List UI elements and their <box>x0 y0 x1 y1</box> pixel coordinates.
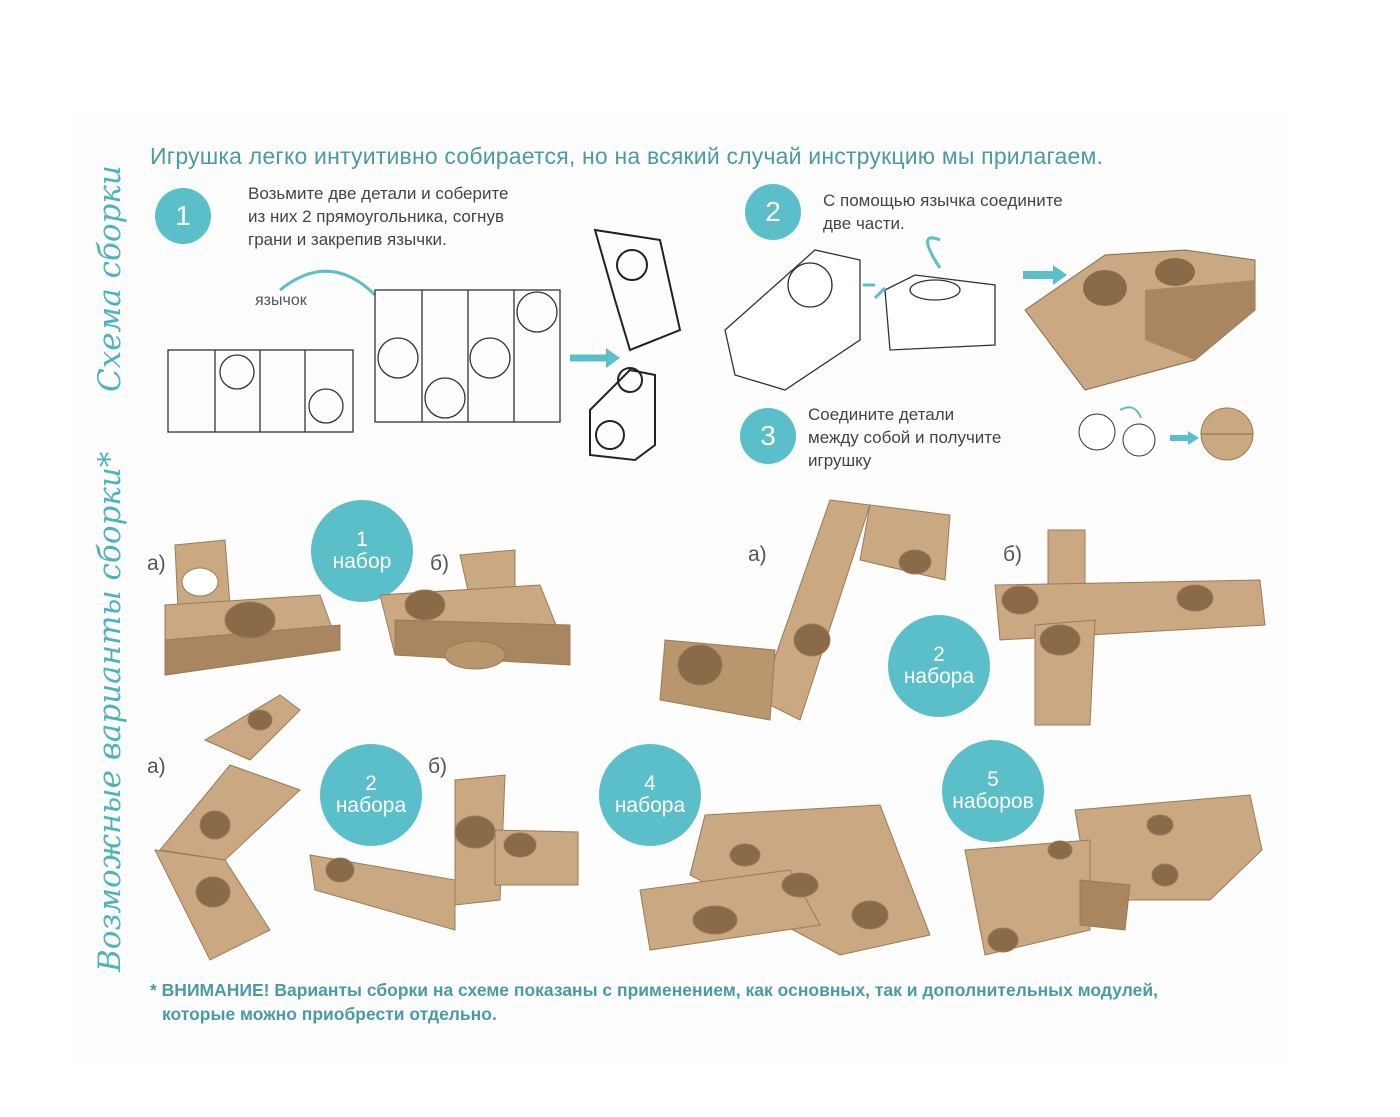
curved-arrow-icon <box>279 269 377 297</box>
flat-piece-2 <box>374 289 561 423</box>
attention-note: * ВНИМАНИЕ! Варианты сборки на схеме пок… <box>150 978 1158 1026</box>
small-arrow-icon <box>863 283 887 300</box>
variant-5 <box>964 794 1263 956</box>
variant-1b <box>379 549 571 670</box>
variant-2a <box>659 499 951 721</box>
variant-label-a: а) <box>147 755 166 778</box>
variant-3b <box>309 774 579 931</box>
closed-box <box>884 274 996 351</box>
step-3-badge: 3 <box>740 408 796 464</box>
variant-label-b: б) <box>1003 543 1023 566</box>
step-3-line: игрушку <box>808 451 872 470</box>
variant-label-b: б) <box>430 552 450 575</box>
step-1-line: грани и закрепив язычки. <box>248 230 447 249</box>
folded-box-2 <box>589 367 656 462</box>
open-box <box>724 249 861 391</box>
step-2-badge: 2 <box>745 184 801 240</box>
step-3-text: Соедините детали между собой и получите … <box>808 403 1001 472</box>
note-line: которые можно приобрести отдельно. <box>162 1004 497 1024</box>
step-2-text: С помощью язычка соедините две части. <box>823 189 1063 235</box>
flat-piece-1 <box>167 349 354 433</box>
step-3-illustration <box>1078 406 1254 461</box>
variant-1a <box>164 539 341 676</box>
step-1-text: Возьмите две детали и соберите из них 2 … <box>248 182 509 251</box>
step-2-line: две части. <box>823 214 905 233</box>
variant-label-b: б) <box>428 755 448 778</box>
step-2-line: С помощью язычка соедините <box>823 191 1063 210</box>
note-line: * ВНИМАНИЕ! Варианты сборки на схеме пок… <box>150 980 1158 1000</box>
step-1-line: Возьмите две детали и соберите <box>248 184 509 203</box>
step-2-illustration <box>724 236 1256 391</box>
step-1-line: из них 2 прямоугольника, согнув <box>248 207 504 226</box>
step-1-illustration <box>167 228 682 462</box>
variant-label-a: а) <box>748 543 767 566</box>
assembled-corner <box>1024 249 1256 391</box>
step-3-line: между собой и получите <box>808 428 1002 447</box>
variant-label-a: а) <box>147 552 166 575</box>
step-1-badge: 1 <box>155 188 211 244</box>
variant-2b <box>994 529 1266 726</box>
tab-label: язычок <box>255 292 307 309</box>
folded-box-1 <box>593 228 682 352</box>
step-3-line: Соедините детали <box>808 405 955 424</box>
variant-3a <box>154 694 301 961</box>
variant-4 <box>639 804 931 956</box>
page-title: Игрушка легко интуитивно собирается, но … <box>150 143 1104 169</box>
